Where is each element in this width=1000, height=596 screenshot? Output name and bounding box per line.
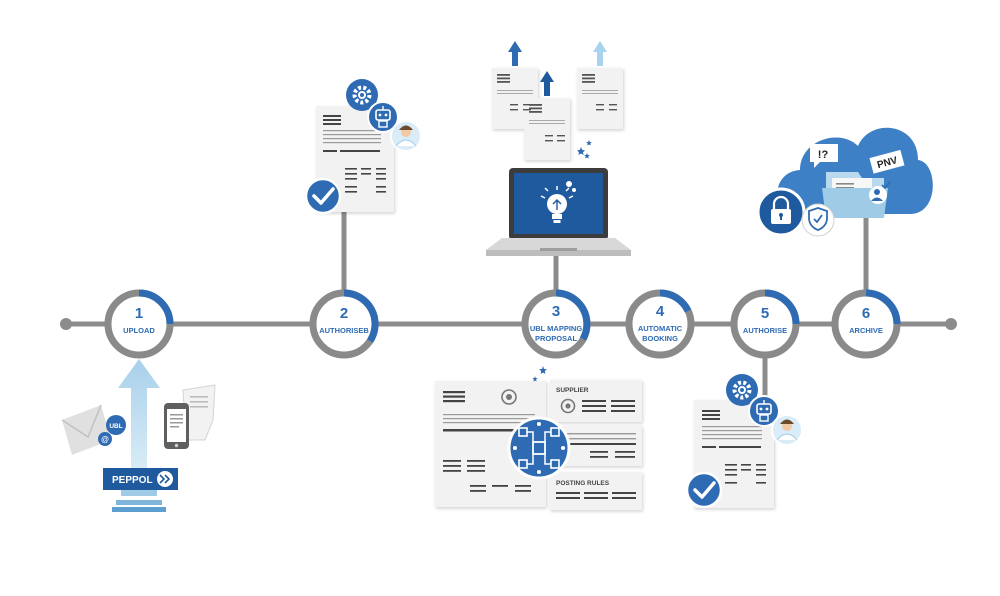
user-icon — [771, 414, 803, 446]
smartphone-icon — [164, 403, 189, 449]
step-number: 4 — [656, 303, 665, 320]
step-label: BOOKING — [642, 334, 678, 343]
mapping-documents-illustration: SUPPLIER POSTING RULES — [435, 366, 642, 510]
step-number: 3 — [552, 303, 560, 320]
step-node-5: 5 AUTHORISE — [730, 289, 800, 359]
gear-icon — [346, 79, 378, 111]
arrow-up-icon — [508, 41, 607, 96]
step-label: ARCHIVE — [849, 326, 883, 335]
document-icon — [492, 68, 623, 160]
step-label: AUTHORISEB — [319, 326, 369, 335]
robot-icon — [748, 395, 780, 427]
user-check-icon — [869, 181, 891, 204]
checkmark-icon — [685, 471, 723, 509]
arrow-up-icon — [112, 359, 166, 512]
step-node-1: 1 UPLOAD — [104, 289, 174, 359]
upload-illustration: PEPPOL UBL @ — [61, 359, 216, 512]
pnv-badge: PNV — [869, 149, 905, 174]
svg-text:UBL: UBL — [109, 423, 122, 430]
user-icon — [390, 120, 422, 152]
at-badge: @ — [98, 432, 112, 446]
gear-icon — [726, 374, 758, 406]
robot-icon — [367, 101, 399, 133]
seal-icon — [560, 398, 576, 414]
step-number: 6 — [862, 305, 870, 322]
step-node-6: 6 ARCHIVE — [831, 289, 901, 359]
shield-icon — [801, 203, 835, 237]
laptop-icon — [486, 168, 631, 256]
ubl-badge: UBL — [106, 415, 126, 435]
lock-icon — [756, 187, 806, 237]
svg-text:PNV: PNV — [876, 155, 899, 171]
mapping-laptop-illustration — [486, 41, 631, 256]
step-node-2: 2 AUTHORISEB — [309, 289, 379, 359]
peppol-label: PEPPOL — [112, 475, 153, 486]
step-number: 1 — [135, 305, 143, 322]
network-icon — [507, 416, 571, 480]
step-label: AUTHORISE — [743, 326, 787, 335]
sparkle-icon — [532, 366, 547, 382]
step-number: 2 — [340, 305, 348, 322]
checkmark-icon — [304, 177, 342, 215]
step-label: UPLOAD — [123, 326, 155, 335]
authorise-document-illustration — [304, 79, 422, 215]
folder-icon — [822, 172, 888, 218]
authorise-final-illustration — [685, 374, 803, 509]
sparkle-icon — [577, 140, 592, 159]
step-node-3: 3 UBL MAPPING PROPOSAL — [521, 289, 591, 359]
query-badge: !? — [810, 144, 838, 168]
step-label: AUTOMATIC — [638, 324, 683, 333]
supplier-label: SUPPLIER — [556, 387, 589, 394]
svg-text:@: @ — [101, 435, 109, 444]
svg-text:!?: !? — [818, 149, 829, 161]
step-number: 5 — [761, 305, 769, 322]
peppol-badge: PEPPOL — [103, 468, 178, 490]
lightbulb-icon — [540, 181, 576, 223]
archive-cloud-illustration: !? PNV — [756, 127, 933, 237]
posting-rules-label: POSTING RULES — [556, 480, 610, 487]
seal-icon — [501, 389, 517, 405]
step-node-4: 4 AUTOMATIC BOOKING — [625, 289, 695, 359]
step-label: PROPOSAL — [535, 334, 578, 343]
step-label: UBL MAPPING — [530, 324, 583, 333]
timeline — [60, 212, 957, 400]
envelope-icon — [61, 404, 111, 455]
